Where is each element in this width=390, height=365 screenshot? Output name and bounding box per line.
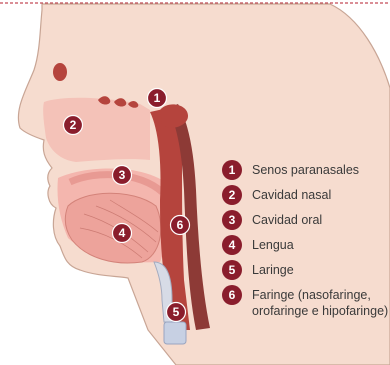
legend-item-2: 2 Cavidad nasal [222,185,331,205]
legend-item-6: 6 Faringe (nasofaringe,orofaringe e hipof… [222,285,388,319]
legend-number-badge: 6 [222,285,242,305]
legend-label: Faringe (nasofaringe, [252,288,371,302]
marker-number: 3 [119,168,126,182]
marker-6: 6 [171,216,190,235]
marker-1: 1 [148,89,167,108]
legend-item-5: 5 Laringe [222,260,294,280]
legend-number-badge: 2 [222,185,242,205]
marker-number: 2 [70,118,77,132]
marker-number: 4 [119,226,126,240]
legend-number-badge: 3 [222,210,242,230]
marker-number: 6 [177,218,184,232]
legend-label-block: Cavidad nasal [252,185,331,203]
legend-item-3: 3 Cavidad oral [222,210,322,230]
legend-label-line2: orofaringe e hipofaringe) [252,303,388,319]
frontal-sinus [53,63,67,81]
legend-label: Lengua [252,238,294,252]
legend-label: Laringe [252,263,294,277]
legend-item-4: 4 Lengua [222,235,294,255]
legend-label: Cavidad nasal [252,188,331,202]
legend-number-badge: 1 [222,160,242,180]
legend-label: Cavidad oral [252,213,322,227]
legend-label-block: Lengua [252,235,294,253]
legend-label: Senos paranasales [252,163,359,177]
marker-3: 3 [113,166,132,185]
legend-number-badge: 5 [222,260,242,280]
legend-label-block: Cavidad oral [252,210,322,228]
marker-4: 4 [113,224,132,243]
legend-label-block: Faringe (nasofaringe,orofaringe e hipofa… [252,285,388,319]
legend-item-1: 1 Senos paranasales [222,160,359,180]
marker-2: 2 [64,116,83,135]
marker-number: 5 [173,305,180,319]
legend-number-badge: 4 [222,235,242,255]
marker-number: 1 [154,91,161,105]
marker-5: 5 [167,303,186,322]
legend-label-block: Laringe [252,260,294,278]
trachea-segment [164,322,186,344]
legend-label-block: Senos paranasales [252,160,359,178]
